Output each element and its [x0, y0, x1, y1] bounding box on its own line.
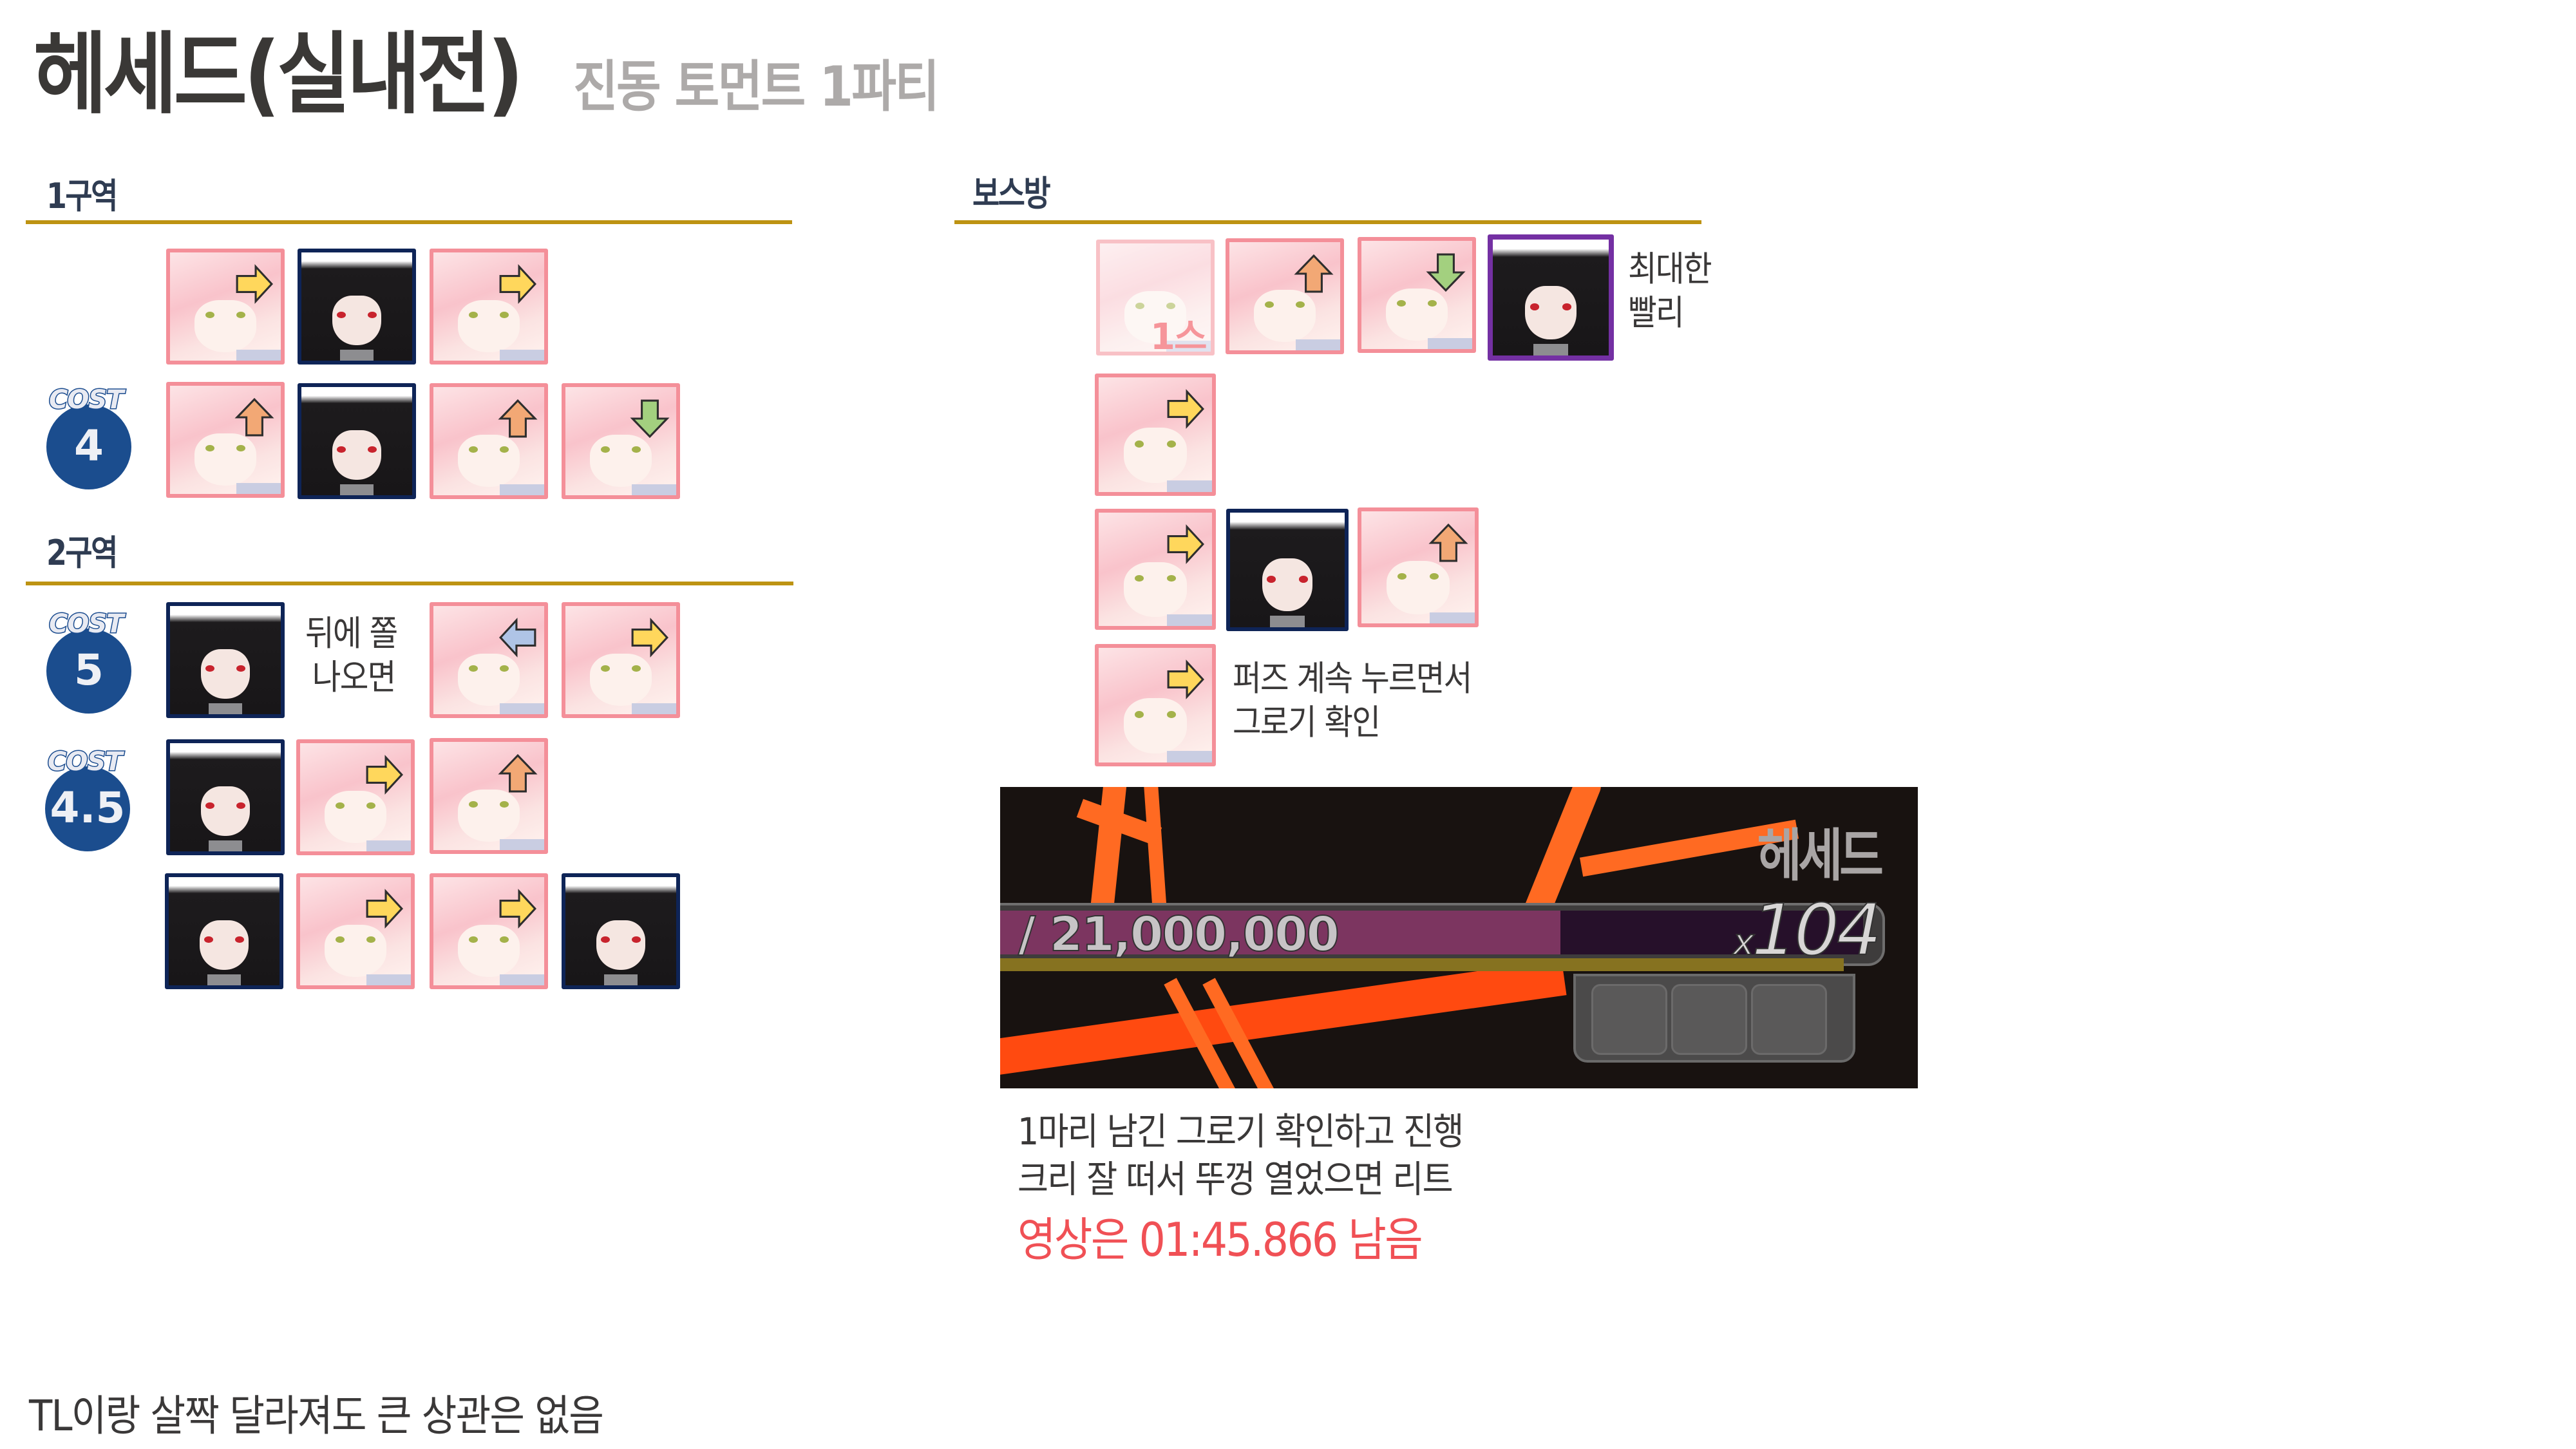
arrow-right-icon — [499, 889, 536, 929]
character-card-dark — [298, 249, 416, 365]
page-title: 헤세드(실내전) — [33, 23, 524, 126]
character-card-pink — [430, 249, 548, 365]
cost-value: 5 — [74, 645, 104, 695]
video-remaining-time: 영상은 01:45.866 남음 — [1018, 1213, 1423, 1267]
character-card-dark — [165, 873, 283, 989]
boss-name: 헤세드 — [1757, 822, 1884, 889]
first-skill-label: 1스 — [1150, 316, 1207, 355]
character-card-pink — [430, 383, 548, 499]
note-text: 최대한 빨리 — [1628, 249, 1712, 333]
character-card-pink — [430, 738, 548, 854]
hp-bar-fill — [1000, 911, 1560, 954]
section-2-divider — [26, 582, 793, 585]
cost-label: COST — [46, 746, 123, 778]
hp-multiplier: x104 — [1732, 888, 1882, 972]
character-card-pink — [166, 382, 285, 498]
section-1-heading: 1구역 — [46, 176, 118, 216]
page-subtitle: 진동 토먼트 1파티 — [573, 55, 940, 119]
section-1-divider — [26, 220, 792, 224]
character-card-pink — [1095, 644, 1216, 766]
arrow-right-icon — [366, 889, 403, 929]
character-card-dark — [1226, 509, 1349, 631]
arrow-down-icon — [1426, 253, 1466, 292]
arrow-left-icon — [499, 618, 536, 658]
arrow-right-icon — [631, 618, 668, 658]
note-text: 퍼즈 계속 누르면서 그로기 확인 — [1233, 658, 1472, 743]
boss-divider — [954, 220, 1701, 224]
cost-label: COST — [48, 384, 124, 416]
boss-hp-screenshot: 헤세드 / 21,000,000 x104 — [1000, 787, 1918, 1088]
character-card-pink — [296, 739, 415, 855]
cost-value: 4.5 — [50, 783, 126, 833]
character-card-pink — [1095, 374, 1216, 496]
arrow-right-icon — [236, 264, 273, 304]
cost-label: COST — [48, 609, 124, 640]
arrow-right-icon — [1167, 659, 1204, 699]
character-card-pink — [296, 873, 415, 989]
arrow-up-icon — [1428, 523, 1468, 562]
arrow-up-icon — [498, 753, 538, 793]
character-card-dark — [166, 602, 285, 718]
arrow-right-icon — [1167, 389, 1204, 429]
character-card-pink — [562, 383, 680, 499]
character-card-dark — [562, 873, 680, 989]
note-text: 뒤에 쫄 나오면 — [305, 613, 398, 697]
character-card-pink — [562, 602, 680, 718]
character-card-pink — [430, 602, 548, 718]
character-card-pink — [1226, 238, 1344, 354]
character-card-pink — [430, 873, 548, 989]
arrow-right-icon — [366, 755, 403, 795]
skill-slots — [1573, 974, 1855, 1063]
character-card-pink-faded: 1스 — [1096, 240, 1215, 355]
boss-heading: 보스방 — [972, 173, 1051, 214]
character-card-dark — [166, 739, 285, 855]
cost-value: 4 — [74, 421, 104, 471]
character-card-dark-highlighted — [1488, 234, 1614, 361]
arrow-up-icon — [234, 397, 274, 437]
arrow-right-icon — [499, 264, 536, 304]
character-card-pink — [166, 249, 285, 365]
hp-value: / 21,000,000 — [1018, 906, 1340, 963]
section-2-heading: 2구역 — [46, 533, 118, 573]
arrow-up-icon — [498, 399, 538, 438]
arrow-down-icon — [630, 399, 670, 439]
character-card-pink — [1358, 507, 1479, 627]
character-card-pink — [1358, 237, 1476, 353]
boss-description: 1마리 남긴 그로기 확인하고 진행 크리 잘 떠서 뚜껑 열었으면 리트 — [1018, 1110, 1464, 1201]
character-card-pink — [1095, 509, 1216, 630]
arrow-up-icon — [1294, 254, 1334, 293]
character-card-dark — [298, 383, 416, 499]
arrow-right-icon — [1167, 524, 1204, 564]
footer-note: TL이랑 살짝 달라져도 큰 상관은 없음 — [29, 1391, 604, 1441]
